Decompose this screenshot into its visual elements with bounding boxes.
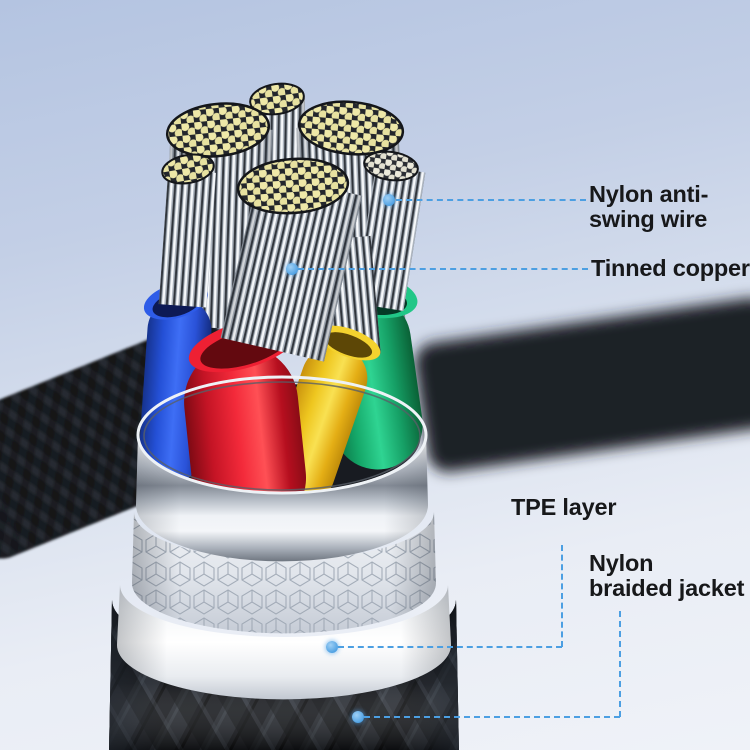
nylon-fiber-tips (236, 157, 350, 215)
nylon-fiber-tips (165, 102, 271, 158)
callout-line-tpe-v (561, 545, 563, 647)
callout-dot-jacket (352, 711, 364, 723)
label-tinned-copper: Tinned copper (591, 256, 750, 281)
callout-line-tpe-h (338, 646, 562, 648)
tpe-layer-band (117, 585, 451, 700)
callout-line-jacket-v (619, 611, 621, 717)
label-line: Nylon anti- (589, 181, 709, 207)
label-line: TPE layer (511, 494, 617, 520)
label-nylon-anti-swing-wire: Nylon anti- swing wire (589, 182, 708, 232)
nylon-fiber-tips (363, 150, 419, 182)
label-tpe-layer: TPE layer (511, 494, 617, 520)
nylon-fiber-tips (297, 100, 405, 156)
label-line: Tinned copper (591, 255, 750, 281)
callout-line-tinned-copper (298, 268, 588, 270)
chrome-ring (136, 375, 428, 562)
nylon-fiber-tips (249, 82, 305, 116)
label-nylon-braided-jacket: Nylon braided jacket (589, 551, 744, 601)
nylon-fiber-tips (161, 153, 215, 185)
label-line: swing wire (589, 206, 708, 232)
callout-line-anti-swing (396, 199, 586, 201)
callout-dot-tpe (326, 641, 338, 653)
background-cable-right (415, 298, 750, 472)
callout-dot-anti-swing (383, 194, 395, 206)
callout-dot-tinned-copper (286, 263, 298, 275)
label-line: braided jacket (589, 575, 745, 601)
callout-line-jacket-h (364, 716, 620, 718)
label-line: Nylon (589, 550, 654, 576)
shield-braid-band (132, 512, 436, 634)
